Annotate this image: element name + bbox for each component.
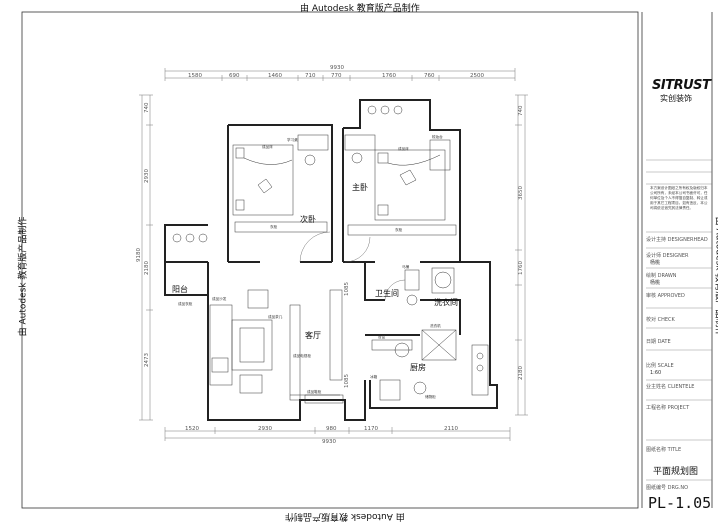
kitchen-bath-fixtures (371, 267, 489, 401)
tb-designer-head-label: 设计主持 DESIGNERHEAD (646, 237, 708, 243)
room-label-kitchen: 厨房 (410, 362, 426, 372)
tb-drgno-value: PL-1.05 (648, 494, 712, 512)
svg-text:2110: 2110 (444, 426, 458, 432)
svg-text:衣柜: 衣柜 (270, 224, 278, 229)
bottom-dimension-lines (164, 427, 511, 441)
svg-text:760: 760 (424, 73, 435, 79)
svg-text:2930: 2930 (144, 169, 150, 183)
svg-text:成品衣柜: 成品衣柜 (178, 301, 193, 306)
svg-text:1580: 1580 (188, 73, 202, 79)
svg-text:1085: 1085 (344, 374, 350, 388)
svg-text:成品鞋柜: 成品鞋柜 (307, 389, 322, 394)
svg-text:9180: 9180 (136, 248, 142, 262)
svg-text:冰箱: 冰箱 (370, 374, 378, 379)
tb-date-label: 日期 DATE (646, 339, 671, 345)
room-label-secondary-bedroom: 次卧 (300, 214, 316, 224)
title-block-grid (646, 159, 712, 481)
left-dimensions: 740 2930 9180 2180 2473 (136, 102, 150, 367)
tb-scale-value: 1:60 (650, 370, 662, 376)
svg-text:710: 710 (305, 73, 316, 79)
right-dimension-lines (515, 94, 528, 416)
tb-check-label: 校对 CHECK (646, 317, 675, 323)
left-dimension-lines (139, 94, 153, 421)
svg-text:衣柜: 衣柜 (395, 227, 403, 232)
top-total-dimension: 9930 (330, 65, 344, 71)
tb-drawn-value: 杨桃 (650, 280, 661, 286)
bottom-dimensions: 1520 2930 980 1170 2110 (185, 426, 458, 432)
svg-text:成品床: 成品床 (262, 144, 273, 149)
tb-project-label: 工程名称 PROJECT (646, 405, 690, 411)
svg-text:台盆: 台盆 (378, 334, 386, 339)
tb-drgno-label: 图纸编号 DRG.NO (646, 485, 689, 491)
svg-text:成品床: 成品床 (398, 146, 409, 151)
svg-text:1760: 1760 (518, 261, 524, 275)
svg-text:1520: 1520 (185, 426, 199, 432)
drawing-border (21, 11, 639, 509)
svg-text:学习桌: 学习桌 (287, 137, 298, 142)
tb-clientele-label: 业主姓名 CLIENTELE (646, 384, 695, 390)
secondary-bedroom-furniture (232, 134, 329, 233)
svg-text:成品电视柜: 成品电视柜 (293, 353, 311, 358)
tb-title-label: 图纸名称 TITLE (646, 447, 682, 453)
svg-text:1085: 1085 (344, 282, 350, 296)
room-label-living-room: 客厅 (305, 330, 321, 340)
room-label-balcony: 阳台 (172, 284, 188, 294)
svg-text:2500: 2500 (470, 73, 484, 79)
svg-text:2180: 2180 (144, 261, 150, 275)
svg-text:740: 740 (518, 105, 524, 116)
tb-designer-label: 设计师 DESIGNER (646, 253, 689, 259)
tb-drawn-label: 绘制 DRAWN (646, 273, 677, 279)
company-logo-subtitle: 实创装饰 (660, 94, 692, 103)
room-label-bathroom: 卫生间 (375, 288, 399, 298)
tb-title-value: 平面规划图 (653, 467, 699, 477)
copyright-note: 本方案设计图纸之所有权及版权归本公司所有，未经本公司书面许可，任何单位及个人不得… (650, 186, 708, 210)
room-label-laundry: 洗衣间 (434, 297, 458, 307)
furniture-labels: 成品床 学习桌 衣柜 成品床 梳妆台 衣柜 成品衣柜 成品沙发 成品茶几 成品电… (178, 134, 443, 399)
top-dimension-lines (164, 68, 516, 81)
window-plants (172, 105, 403, 243)
tb-designer-value: 杨桃 (650, 260, 661, 266)
tb-scale-label: 比例 SCALE (646, 363, 674, 369)
svg-text:740: 740 (144, 102, 150, 113)
room-label-master-bedroom: 主卧 (352, 182, 368, 192)
svg-text:690: 690 (229, 73, 240, 79)
svg-text:3650: 3650 (518, 186, 524, 200)
living-room-furniture (209, 289, 344, 404)
master-bedroom-furniture (344, 134, 457, 236)
svg-text:1170: 1170 (364, 426, 378, 432)
top-dimensions: 1580 690 1460 710 770 1760 760 2500 (188, 73, 484, 79)
svg-text:2930: 2930 (258, 426, 272, 432)
right-dimensions: 740 3650 1085 1760 1085 2180 (344, 105, 524, 388)
svg-text:成品沙发: 成品沙发 (212, 296, 227, 301)
svg-text:储物柜: 储物柜 (425, 394, 436, 399)
svg-text:梳妆台: 梳妆台 (432, 134, 443, 139)
door-swings (299, 231, 406, 301)
svg-text:770: 770 (331, 73, 342, 79)
svg-text:1460: 1460 (268, 73, 282, 79)
svg-text:成品茶几: 成品茶几 (268, 314, 283, 319)
watermark-top: 由 Autodesk 教育版产品制作 (300, 4, 420, 14)
svg-text:2473: 2473 (144, 353, 150, 367)
svg-text:2180: 2180 (518, 366, 524, 380)
svg-text:1760: 1760 (382, 73, 396, 79)
svg-text:洗衣机: 洗衣机 (430, 323, 441, 328)
tb-approved-label: 审核 APPROVED (646, 293, 685, 299)
company-logo: SITRUST (652, 78, 711, 93)
svg-text:980: 980 (326, 426, 337, 432)
svg-text:马桶: 马桶 (402, 264, 410, 269)
bottom-total-dimension: 9930 (322, 439, 336, 445)
